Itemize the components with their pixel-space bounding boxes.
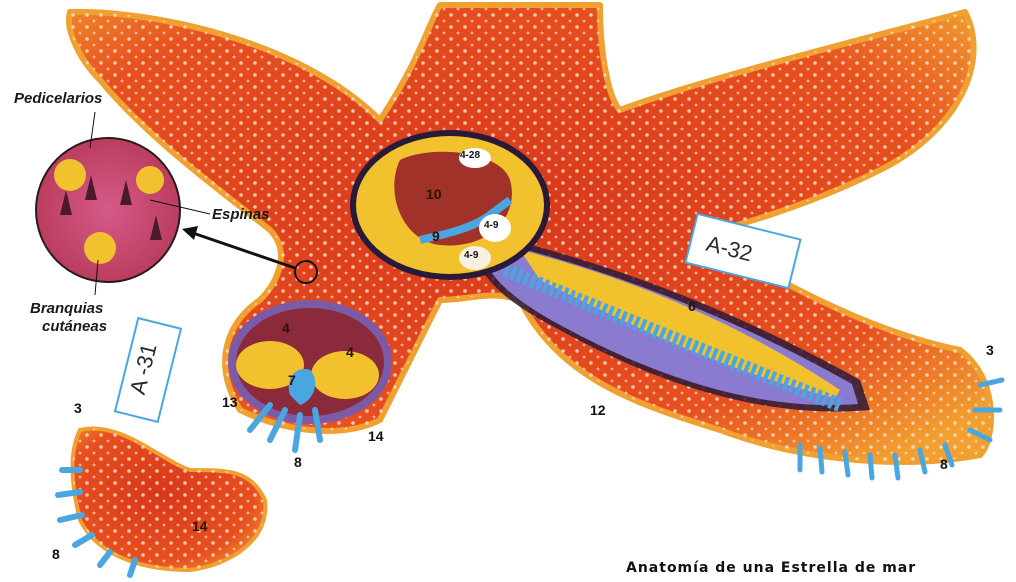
num-8-left: 8: [52, 546, 60, 562]
num-3-right: 3: [986, 342, 994, 358]
label-pedicelarios: Pedicelarios: [14, 90, 102, 107]
num-4-9-a: 4-9: [484, 220, 498, 231]
num-3-left: 3: [74, 400, 82, 416]
num-13: 13: [222, 394, 238, 410]
num-6: 6: [688, 298, 696, 314]
num-8-right: 8: [940, 456, 948, 472]
num-4-a: 4: [282, 320, 290, 336]
num-4-9-b: 4-9: [464, 250, 478, 261]
num-4-b: 4: [346, 344, 354, 360]
label-espinas: Espinas: [212, 206, 270, 223]
central-disc: [350, 130, 550, 280]
num-9: 9: [432, 228, 440, 244]
num-10: 10: [426, 186, 442, 202]
arm-fragment: [58, 428, 265, 575]
zoom-circle: [36, 138, 180, 282]
num-8-mid: 8: [294, 454, 302, 470]
num-14-a: 14: [368, 428, 384, 444]
num-4-28: 4-28: [460, 150, 480, 161]
label-cutaneas: cutáneas: [42, 318, 107, 335]
caption-title: Anatomía de una Estrella de mar: [626, 560, 916, 576]
label-branquias: Branquias: [30, 300, 103, 317]
num-12: 12: [590, 402, 606, 418]
num-14-b: 14: [192, 518, 208, 534]
num-7: 7: [288, 372, 296, 388]
